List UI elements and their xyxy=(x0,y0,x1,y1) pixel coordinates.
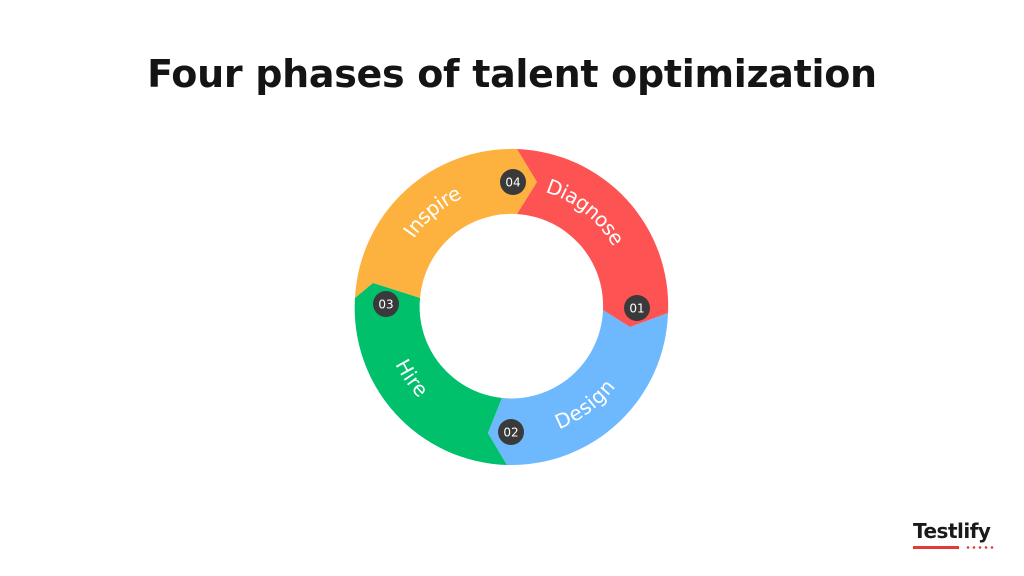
page-title: Four phases of talent optimization xyxy=(147,52,877,96)
brand-logo: Testlify xyxy=(913,519,1003,553)
badge-number: 03 xyxy=(378,298,393,312)
badge-03: 03 xyxy=(373,291,399,317)
badge-01: 01 xyxy=(624,295,650,321)
segment-diagnose xyxy=(517,149,669,327)
badge-number: 02 xyxy=(503,426,518,440)
badge-number: 01 xyxy=(629,302,644,316)
badge-02: 02 xyxy=(498,419,524,445)
segment-design xyxy=(488,310,668,466)
brand-name: Testlify xyxy=(913,519,991,543)
brand-dots xyxy=(965,546,995,549)
badge-number: 04 xyxy=(505,176,520,190)
segment-hire xyxy=(354,283,507,465)
brand-underline xyxy=(913,546,959,549)
badge-04: 04 xyxy=(500,169,526,195)
segment-inspire xyxy=(355,148,537,298)
